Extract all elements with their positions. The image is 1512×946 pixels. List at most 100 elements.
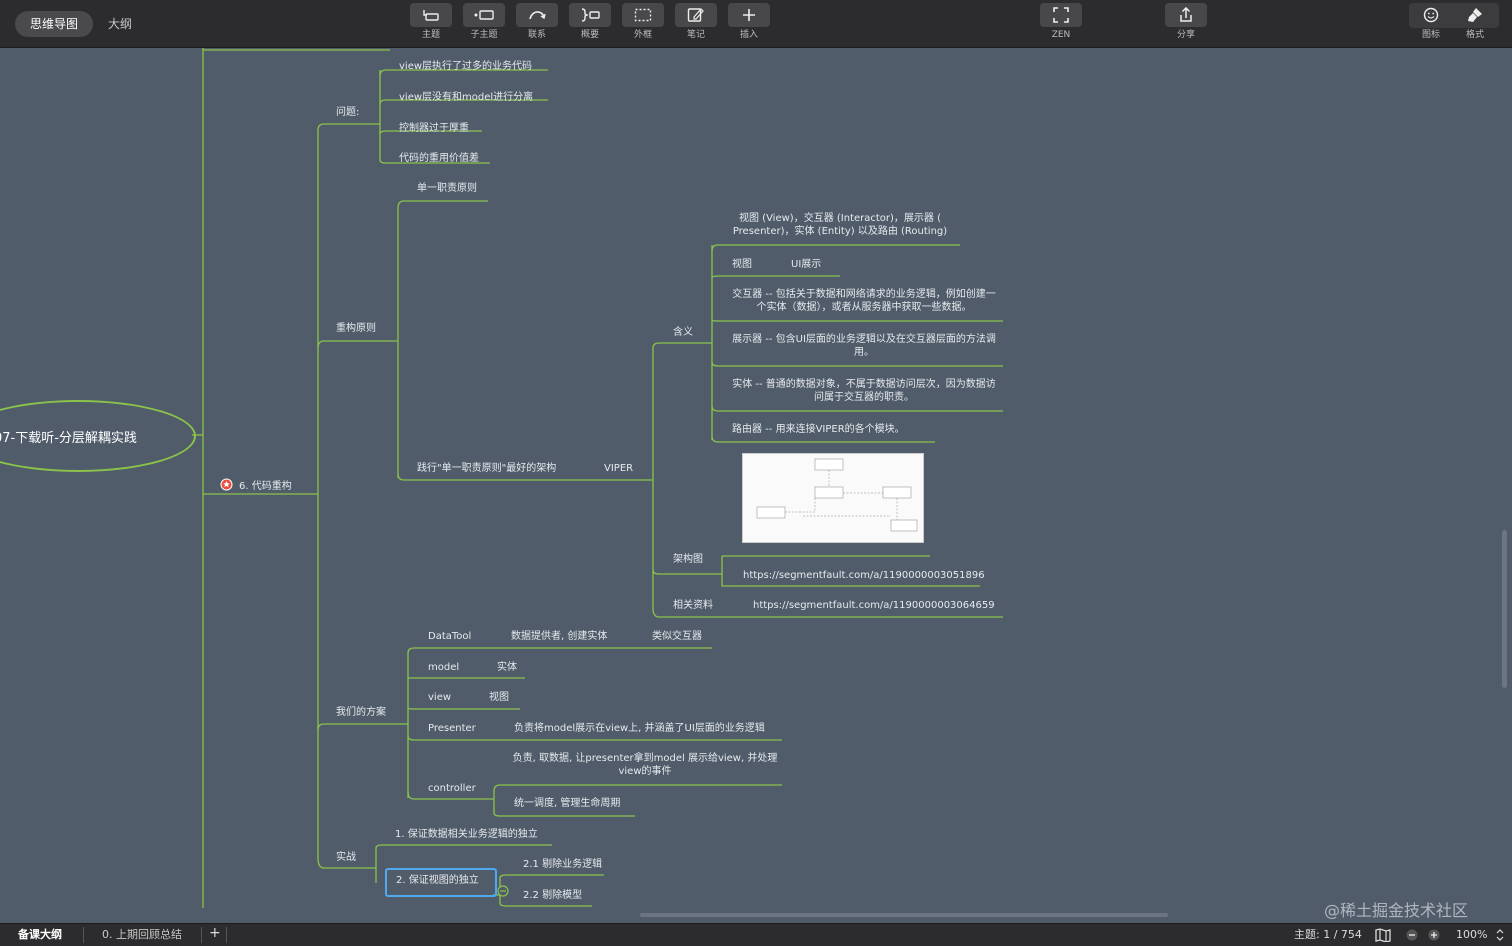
summary-label: 概要: [580, 30, 599, 40]
topic-best-architecture[interactable]: 践行"单一职责原则"最好的架构: [417, 463, 557, 474]
plan-datatool-desc[interactable]: 数据提供者, 创建实体: [511, 631, 608, 642]
viper-architecture-image[interactable]: [742, 453, 924, 543]
zen-label: ZEN: [1051, 30, 1071, 40]
root-topic-label: 07-下载听-分层解耦实践: [0, 431, 137, 446]
meaning-item[interactable]: 实体 -- 普通的数据对象，不属于数据访问层次，因为数据访问属于交互器的职责。: [732, 379, 996, 403]
reference-link[interactable]: https://segmentfault.com/a/1190000003064…: [753, 600, 995, 611]
boundary-label: 外框: [633, 30, 652, 40]
architecture-link[interactable]: https://segmentfault.com/a/1190000003051…: [743, 570, 985, 581]
fullscreen-icon: [1053, 7, 1069, 23]
topic-single-responsibility[interactable]: 单一职责原则: [417, 183, 477, 194]
top-toolbar: 思维导图 大纲 主题 子主题 联系 概要 外框 笔记 插入 ZEN 分享 图标: [0, 0, 1512, 48]
format-brush-icon: [1468, 8, 1482, 22]
plan-view[interactable]: view: [428, 692, 452, 703]
summary-icon: [581, 8, 600, 22]
plan-datatool-like[interactable]: 类似交互器: [652, 631, 702, 642]
meaning-item[interactable]: 交互器 -- 包括关于数据和网络请求的业务逻辑，例如创建一个实体（数据），或者从…: [732, 289, 996, 313]
practice-item[interactable]: 1. 保证数据相关业务逻辑的独立: [395, 829, 538, 840]
summary-button[interactable]: 概要: [568, 3, 612, 41]
tab-mindmap[interactable]: 思维导图: [15, 11, 93, 37]
section-label: 6. 代码重构: [239, 481, 292, 492]
insert-button[interactable]: 插入: [727, 3, 771, 41]
collapse-toggle-icon[interactable]: [497, 885, 509, 897]
insert-label: 插入: [739, 30, 758, 40]
relationship-label: 联系: [527, 30, 546, 40]
horizontal-scrollbar[interactable]: [640, 913, 1168, 917]
plan-controller-desc[interactable]: 负责, 取数据, 让presenter拿到model 展示给view, 并处理v…: [512, 753, 778, 777]
boundary-button[interactable]: 外框: [621, 3, 665, 41]
note-label: 笔记: [686, 30, 705, 40]
topic-count: 主题: 1 / 754: [1294, 928, 1362, 941]
note-button[interactable]: 笔记: [674, 3, 718, 41]
icons-label: 图标: [1421, 30, 1440, 40]
subtopic-label: 子主题: [470, 30, 498, 40]
connector-lines: [192, 48, 1003, 908]
sheet-tab-active[interactable]: 备课大纲: [18, 928, 62, 941]
topic-button[interactable]: 主题: [409, 3, 453, 41]
topic-icon: [423, 10, 439, 21]
plan-controller-desc[interactable]: 统一调度, 管理生命周期: [514, 798, 621, 809]
boundary-icon: [634, 8, 652, 22]
topic-references[interactable]: 相关资料: [673, 600, 713, 611]
root-topic[interactable]: 07-下载听-分层解耦实践: [0, 400, 196, 472]
format-button[interactable]: 格式: [1453, 3, 1497, 41]
viper-diagram-thumbnail: [756, 458, 918, 532]
divider: [83, 927, 84, 943]
topic-practice[interactable]: 实战: [336, 852, 356, 863]
share-button[interactable]: 分享: [1164, 3, 1208, 41]
relationship-icon: [529, 11, 546, 20]
subtopic-icon: [474, 10, 494, 20]
meaning-item[interactable]: 视图: [732, 259, 752, 270]
zoom-level[interactable]: 100%: [1456, 928, 1488, 941]
plan-datatool[interactable]: DataTool: [428, 631, 472, 642]
plan-view-desc[interactable]: 视图: [489, 692, 509, 703]
divider: [201, 927, 202, 943]
topic-meaning[interactable]: 含义: [673, 327, 693, 338]
tab-outline[interactable]: 大纲: [107, 17, 132, 31]
plan-controller[interactable]: controller: [428, 783, 476, 794]
topic-label: 主题: [421, 30, 440, 40]
meaning-item[interactable]: 展示器 -- 包含UI层面的业务逻辑以及在交互器层面的方法调用。: [732, 334, 996, 358]
meaning-item[interactable]: 路由器 -- 用来连接VIPER的各个模块。: [732, 424, 905, 435]
practice-subitem[interactable]: 2.2 剔除模型: [523, 890, 583, 901]
plan-presenter-desc[interactable]: 负责将model展示在view上, 并涵盖了UI层面的业务逻辑: [514, 723, 765, 734]
zoom-in-icon[interactable]: [1428, 929, 1440, 941]
ui-show[interactable]: UI展示: [791, 259, 822, 270]
share-label: 分享: [1176, 30, 1195, 40]
emoji-icon: [1423, 7, 1439, 23]
relationship-button[interactable]: 联系: [515, 3, 559, 41]
practice-item[interactable]: 2. 保证视图的独立: [396, 875, 479, 886]
bottom-status-bar: 备课大纲 0. 上期回顾总结 + 主题: 1 / 754 100%: [0, 923, 1512, 946]
icons-button[interactable]: 图标: [1409, 3, 1453, 41]
zoom-stepper-icon[interactable]: [1496, 929, 1504, 941]
selected-topic[interactable]: [385, 868, 497, 897]
divider: [226, 927, 227, 943]
problem-item[interactable]: 代码的重用价值差: [399, 153, 479, 164]
practice-subitem[interactable]: 2.1 剔除业务逻辑: [523, 859, 603, 870]
zen-button[interactable]: ZEN: [1039, 3, 1083, 41]
format-label: 格式: [1465, 30, 1484, 40]
meaning-item[interactable]: 视图 (View)，交互器 (Interactor)，展示器 ( Present…: [732, 213, 948, 237]
sheet-tab[interactable]: 0. 上期回顾总结: [102, 928, 182, 941]
problem-item[interactable]: 控制器过于厚重: [399, 123, 469, 134]
problem-item[interactable]: view层执行了过多的业务代码: [399, 61, 533, 72]
topic-our-plan[interactable]: 我们的方案: [336, 707, 386, 718]
add-sheet-button[interactable]: +: [209, 925, 221, 941]
plan-presenter[interactable]: Presenter: [428, 723, 476, 734]
topic-principles[interactable]: 重构原则: [336, 323, 376, 334]
problem-item[interactable]: view层没有和model进行分离: [399, 92, 534, 103]
map-view-icon[interactable]: [1375, 928, 1391, 942]
subtopic-button[interactable]: 子主题: [462, 3, 506, 41]
note-icon: [687, 8, 704, 22]
plan-model-desc[interactable]: 实体: [497, 662, 517, 673]
plan-model[interactable]: model: [428, 662, 460, 673]
star-badge-icon: [220, 478, 233, 491]
share-icon: [1180, 7, 1192, 22]
section-code-refactor[interactable]: 6. 代码重构: [220, 478, 292, 493]
topic-problem[interactable]: 问题:: [336, 107, 360, 118]
topic-architecture-diagram[interactable]: 架构图: [673, 554, 703, 565]
vertical-scrollbar[interactable]: [1502, 530, 1507, 688]
topic-viper[interactable]: VIPER: [604, 463, 634, 474]
zoom-out-icon[interactable]: [1406, 929, 1418, 941]
mindmap-canvas[interactable]: 07-下载听-分层解耦实践 6. 代码重构 问题: view层执行了过多的业务代…: [0, 48, 1500, 908]
